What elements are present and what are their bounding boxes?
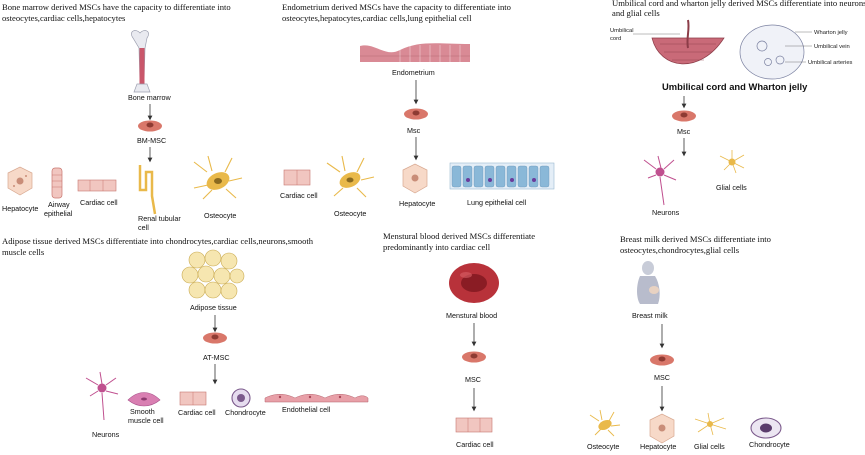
- placenta-icon: [651, 19, 725, 65]
- neuron-icon: [643, 155, 677, 206]
- breast-milk-msc-label: MSC: [654, 373, 670, 382]
- endometrium-hepatocyte-label: Hepatocyte: [399, 199, 435, 208]
- panel-umbilical-title-2: and glial cells: [612, 8, 660, 18]
- endothelial-label: Endothelial cell: [282, 405, 331, 414]
- breast-hepatocyte-label: Hepatocyte: [640, 442, 676, 451]
- panel-bone-marrow-title-2: osteocytes,cardiac cells,hepatocytes: [2, 13, 126, 23]
- renal-label-1: Renal tubular: [138, 214, 181, 223]
- endometrium-msc-label: Msc: [407, 126, 421, 135]
- umbilical-source-label: Umbilical cord and Wharton jelly: [662, 81, 808, 92]
- umbilical-msc-label: Msc: [677, 127, 691, 136]
- cardiac-label: Cardiac cell: [80, 198, 118, 207]
- adipose-neurons-label: Neurons: [92, 430, 120, 439]
- adipose-msc-icon: [203, 332, 227, 344]
- panel-menstrual: Menstural blood derived MSCs differentia…: [383, 231, 535, 449]
- endometrium-osteocyte-icon: [326, 155, 375, 198]
- endometrium-tissue-icon: [360, 43, 470, 62]
- panel-umbilical: Umbilical cord and wharton jelly derived…: [610, 0, 865, 217]
- cardiac-cell-icon: [77, 179, 117, 192]
- bone-marrow-label: Bone marrow: [128, 93, 172, 102]
- breast-chondrocyte-icon: [750, 417, 782, 439]
- endometrium-cardiac-icon: [283, 169, 311, 186]
- umbilical-cord-label-2: cord: [610, 36, 621, 42]
- breast-milk-msc-icon: [650, 354, 674, 366]
- panel-breast-milk-title-2: osteocytes,chondrocytes,glial cells: [620, 245, 740, 255]
- panel-menstrual-title-1: Menstural blood derived MSCs differentia…: [383, 231, 535, 241]
- breast-osteocyte-icon: [589, 409, 621, 437]
- smooth-muscle-label-2: muscle cell: [128, 416, 164, 425]
- breast-glial-icon: [694, 412, 727, 436]
- breast-hepatocyte-icon: [649, 413, 675, 444]
- panel-menstrual-title-2: predominantly into cardiac cell: [383, 242, 491, 252]
- panel-adipose-title-1: Adipose tissue derived MSCs differentiat…: [2, 236, 314, 246]
- endometrium-hepatocyte-icon: [402, 163, 428, 194]
- hepatocyte-label: Hepatocyte: [2, 204, 38, 213]
- umbilical-cord-label-1: Umbilical: [610, 28, 634, 34]
- adipose-source-label: Adipose tissue: [190, 303, 237, 312]
- blood-drop-icon: [449, 263, 499, 303]
- breast-chondrocyte-label: Chondrocyte: [749, 440, 790, 449]
- osteocyte-label: Osteocyte: [204, 211, 236, 220]
- breast-osteocyte-label: Osteocyte: [587, 442, 619, 451]
- hepatocyte-icon: [7, 166, 33, 196]
- msc-cell-icon: [138, 120, 162, 132]
- menstrual-cardiac-icon: [455, 417, 493, 433]
- menstrual-source-label: Menstural blood: [446, 311, 497, 320]
- glial-cells-label: Glial cells: [716, 183, 747, 192]
- endometrium-label: Endometrium: [392, 68, 435, 77]
- panel-breast-milk: Breast milk derived MSCs differentiate i…: [587, 234, 790, 451]
- menstrual-cardiac-label: Cardiac cell: [456, 440, 494, 449]
- panel-adipose-title-2: muscle cells: [2, 247, 45, 257]
- endometrium-msc-icon: [404, 108, 428, 120]
- at-msc-label: AT-MSC: [203, 353, 230, 362]
- smooth-muscle-icon: [127, 392, 161, 407]
- wharton-jelly-label: Wharton jelly: [814, 30, 848, 36]
- panel-adipose: Adipose tissue derived MSCs differentiat…: [2, 236, 369, 439]
- lung-epithelial-label: Lung epithelial cell: [467, 198, 527, 207]
- adipose-tissue-icon: [181, 249, 245, 300]
- menstrual-msc-label: MSC: [465, 375, 481, 384]
- neurons-label: Neurons: [652, 208, 680, 217]
- umbilical-arteries-label: Umbilical arteries: [808, 60, 853, 66]
- osteocyte-icon: [193, 155, 243, 200]
- menstrual-msc-icon: [462, 351, 486, 363]
- panel-umbilical-title-1: Umbilical cord and wharton jelly derived…: [612, 0, 865, 8]
- bm-msc-label: BM-MSC: [137, 136, 166, 145]
- chondrocyte-icon: [231, 388, 251, 408]
- smooth-muscle-label-1: Smooth: [130, 407, 155, 416]
- mother-infant-icon: [637, 261, 660, 304]
- cord-cross-section-icon: [739, 24, 805, 80]
- airway-epithelial-icon: [51, 167, 63, 199]
- umbilical-msc-icon: [672, 110, 696, 122]
- breast-glial-label: Glial cells: [694, 442, 725, 451]
- breast-milk-source-label: Breast milk: [632, 311, 668, 320]
- adipose-neuron-icon: [85, 371, 119, 421]
- panel-endometrium: Endometrium derived MSCs have the capaci…: [280, 2, 555, 218]
- endothelial-icon: [264, 394, 369, 403]
- panel-bone-marrow: Bone marrow derived MSCs have the capaci…: [2, 2, 243, 232]
- adipose-cardiac-label: Cardiac cell: [178, 408, 216, 417]
- panel-endometrium-title-1: Endometrium derived MSCs have the capaci…: [282, 2, 511, 12]
- glial-cell-icon: [719, 150, 745, 174]
- airway-label-2: epithelial: [44, 209, 73, 218]
- renal-label-2: cell: [138, 223, 149, 232]
- bone-icon: [131, 30, 151, 93]
- endometrium-osteocyte-label: Osteocyte: [334, 209, 366, 218]
- umbilical-vein-label: Umbilical vein: [814, 44, 850, 50]
- lung-epithelial-icon: [449, 162, 555, 190]
- panel-bone-marrow-title-1: Bone marrow derived MSCs have the capaci…: [2, 2, 231, 12]
- endometrium-cardiac-label: Cardiac cell: [280, 191, 318, 200]
- panel-breast-milk-title-1: Breast milk derived MSCs differentiate i…: [620, 234, 771, 244]
- panel-endometrium-title-2: osteocytes,hepatocytes,cardiac cells,lun…: [282, 13, 472, 23]
- adipose-chondrocyte-label: Chondrocyte: [225, 408, 266, 417]
- airway-label-1: Airway: [48, 200, 70, 209]
- renal-tubular-icon: [138, 165, 157, 215]
- adipose-cardiac-icon: [179, 391, 207, 406]
